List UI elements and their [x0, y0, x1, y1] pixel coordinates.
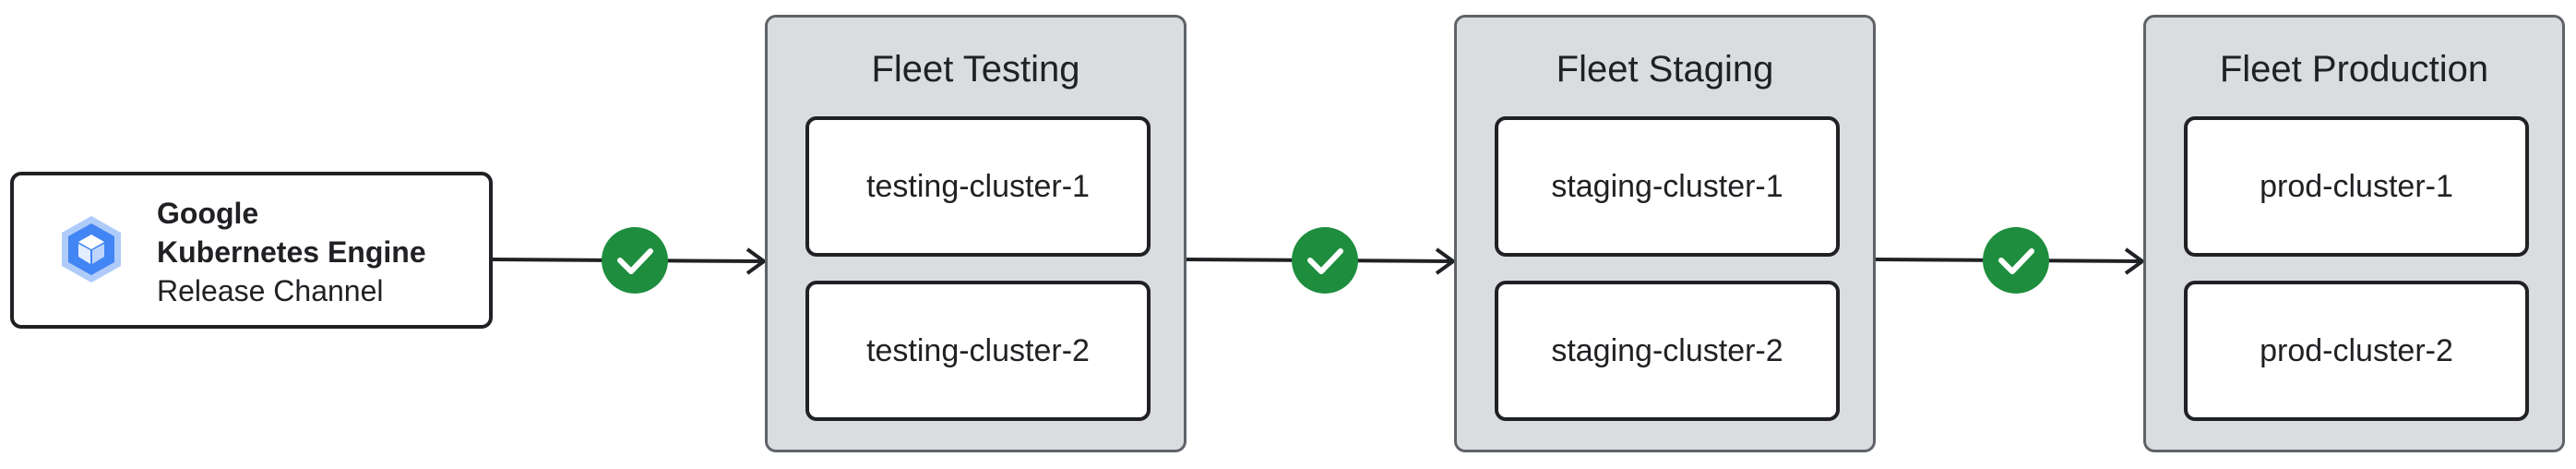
connector-arrow-testing-to-staging [1186, 247, 1455, 275]
kubernetes-engine-icon [62, 216, 121, 283]
cluster-node: testing-cluster-2 [805, 281, 1151, 421]
fleet-production: Fleet Production prod-cluster-1 prod-clu… [2143, 15, 2565, 452]
check-circle-icon [1983, 227, 2049, 294]
cluster-node: prod-cluster-2 [2184, 281, 2529, 421]
fleet-testing: Fleet Testing testing-cluster-1 testing-… [765, 15, 1187, 452]
source-subtitle: Release Channel [157, 274, 384, 307]
check-circle-icon [1292, 227, 1358, 294]
gke-release-channel-node: Google Kubernetes Engine Release Channel [10, 172, 493, 329]
cluster-node: prod-cluster-1 [2184, 116, 2529, 257]
connector-arrow-staging-to-production [1875, 247, 2144, 275]
connector-arrow-source-to-testing [492, 247, 766, 275]
cluster-node: testing-cluster-1 [805, 116, 1151, 257]
check-circle-icon [602, 227, 668, 294]
source-title-line-2: Kubernetes Engine [157, 235, 426, 269]
source-title-line-1: Google [157, 197, 259, 230]
fleet-title: Fleet Production [2219, 49, 2489, 90]
fleet-title: Fleet Staging [1556, 49, 1774, 90]
fleet-staging: Fleet Staging staging-cluster-1 staging-… [1454, 15, 1876, 452]
cluster-node: staging-cluster-2 [1495, 281, 1840, 421]
cluster-node: staging-cluster-1 [1495, 116, 1840, 257]
fleet-title: Fleet Testing [871, 49, 1080, 90]
